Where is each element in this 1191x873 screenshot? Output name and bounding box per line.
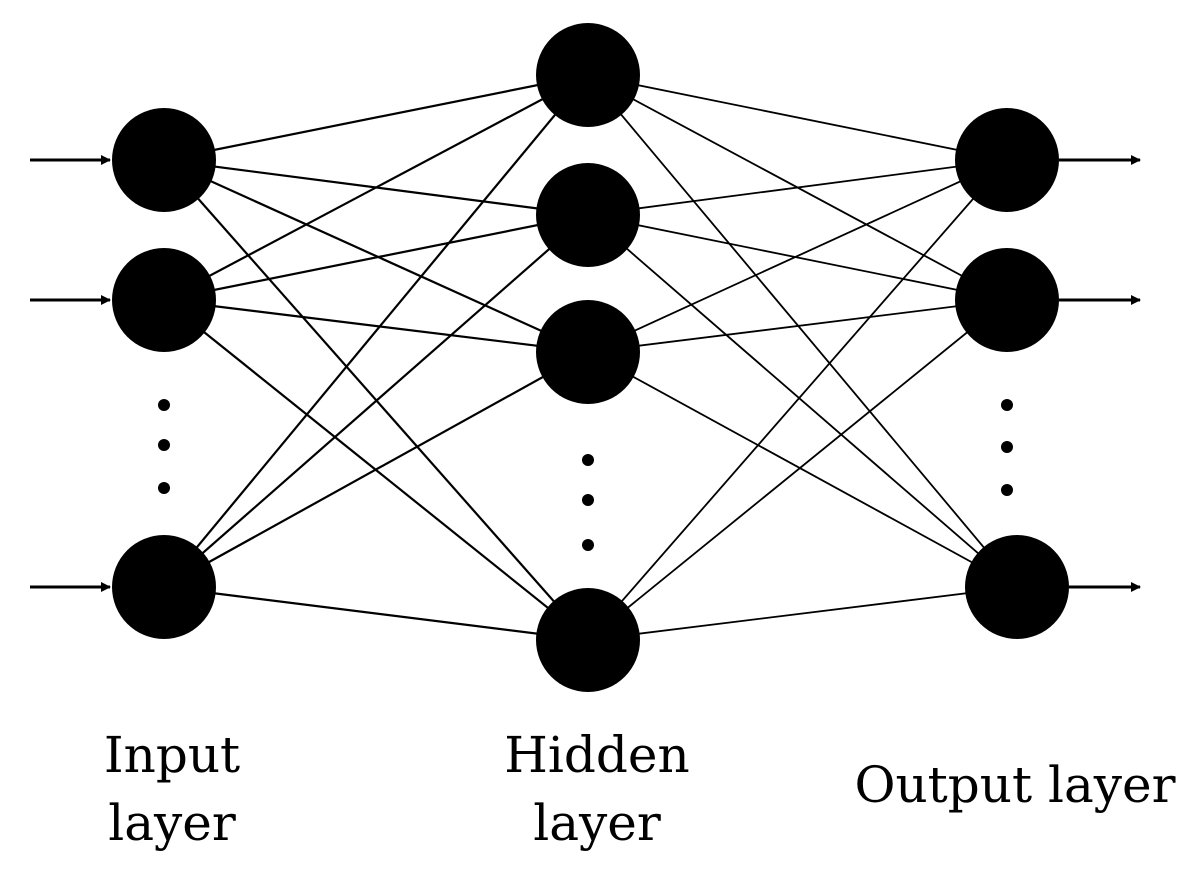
edge-hidden3-output1 <box>587 159 1008 353</box>
input-layer-label-line1: Input <box>104 726 240 784</box>
edge-input3-hidden2 <box>163 214 589 588</box>
edge-input1-hidden3 <box>163 158 589 354</box>
hidden-ellipsis-dot-1 <box>582 454 594 466</box>
hidden-ellipsis-dot-2 <box>582 494 594 506</box>
edge-hidden4-output1 <box>587 159 1008 641</box>
output-ellipsis-dot-1 <box>1001 399 1013 411</box>
input-neuron-3 <box>112 535 216 639</box>
edge-hidden1-output3 <box>587 74 1018 588</box>
output-layer-label: Output layer <box>854 756 1175 814</box>
edge-hidden1-output1 <box>587 74 1008 161</box>
edge-hidden2-output1 <box>587 159 1008 216</box>
output-neuron-2 <box>955 248 1059 352</box>
input-ellipsis-dot-2 <box>158 439 170 451</box>
output-ellipsis-dot-3 <box>1001 484 1013 496</box>
edge-hidden4-output2 <box>587 299 1008 641</box>
input-ellipsis-dot-3 <box>158 482 170 494</box>
edge-hidden2-output3 <box>587 214 1018 588</box>
ellipsis-group <box>158 399 1013 551</box>
io-arrows-group <box>30 155 1141 592</box>
edge-hidden2-output2 <box>587 214 1008 301</box>
output-neuron-3 <box>965 535 1069 639</box>
edge-input3-hidden3 <box>163 351 589 588</box>
edge-input2-hidden3 <box>163 298 589 354</box>
hidden-ellipsis-dot-3 <box>582 539 594 551</box>
input-neuron-1 <box>112 108 216 212</box>
hidden-neuron-2 <box>536 163 640 267</box>
neurons-group <box>112 23 1069 692</box>
edge-hidden3-output2 <box>587 299 1008 353</box>
input-ellipsis-dot-1 <box>158 399 170 411</box>
edge-input3-hidden4 <box>163 585 589 642</box>
hidden-neuron-3 <box>536 300 640 404</box>
hidden-neuron-4 <box>536 588 640 692</box>
edge-input1-hidden1 <box>163 73 589 162</box>
edge-input3-hidden1 <box>163 74 589 588</box>
hidden-neuron-1 <box>536 23 640 127</box>
connections-group <box>163 73 1018 642</box>
input-layer-label-line2: layer <box>108 794 236 852</box>
edge-hidden4-output3 <box>587 586 1018 641</box>
hidden-layer-label-line1: Hidden <box>504 726 689 784</box>
output-ellipsis-dot-2 <box>1001 441 1013 453</box>
hidden-layer-label-line2: layer <box>533 794 661 852</box>
output-neuron-1 <box>955 108 1059 212</box>
edge-hidden3-output3 <box>587 351 1018 588</box>
edge-input2-hidden1 <box>163 74 589 301</box>
input-neuron-2 <box>112 248 216 352</box>
edge-input2-hidden2 <box>163 213 589 302</box>
